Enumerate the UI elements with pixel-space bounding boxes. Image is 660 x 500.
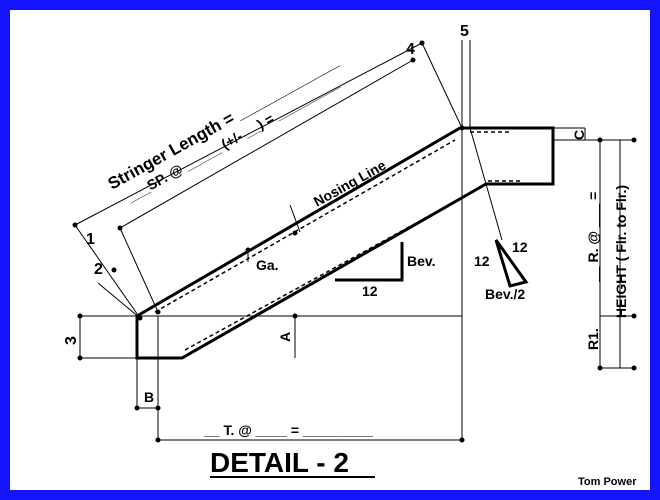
dimension-5-label: 5 (460, 23, 469, 40)
stringer-outline (135, 126, 555, 360)
bevel-angle-mark (335, 242, 404, 282)
dimension-lines (74, 40, 634, 441)
dimension-4-label: 4 (406, 41, 415, 58)
author-credit: Tom Power (578, 476, 637, 488)
spacing-label: ___SP. @ _____ (+/- __) = _________ (123, 74, 342, 205)
half-bevel-triangle (494, 239, 529, 288)
dimension-c-label: C (571, 130, 587, 140)
dimension-3-label: 3 (63, 336, 80, 345)
dimension-b-label: B (144, 389, 154, 405)
half-bevel-label: Bev./2 (485, 286, 525, 302)
gauge-label: Ga. (256, 257, 279, 273)
bevel-label: Bev. (407, 253, 436, 269)
detail-title: DETAIL - 2 (210, 447, 349, 478)
stringer-length-label: Stringer Length = ____________ (105, 51, 342, 194)
riser-label: __ R. @ ___ = (585, 192, 601, 283)
dimension-dots (72, 40, 637, 443)
dashed-lines (154, 131, 520, 351)
bevel-run-label: 12 (362, 283, 378, 299)
half-bevel-rise-label: 12 (474, 253, 490, 269)
dimension-a-label: A (277, 332, 293, 342)
nosing-line-label: Nosing Line (311, 157, 389, 210)
r1-label: R1. (585, 328, 601, 350)
dimension-1-label: 1 (86, 231, 95, 248)
dimension-2-label: 2 (94, 261, 103, 278)
height-label: HEIGHT ( Flr. to Flr.) (613, 185, 629, 318)
tread-label: __ T. @ ____ = _________ (203, 422, 373, 438)
half-bevel-run-label: 12 (512, 239, 528, 255)
